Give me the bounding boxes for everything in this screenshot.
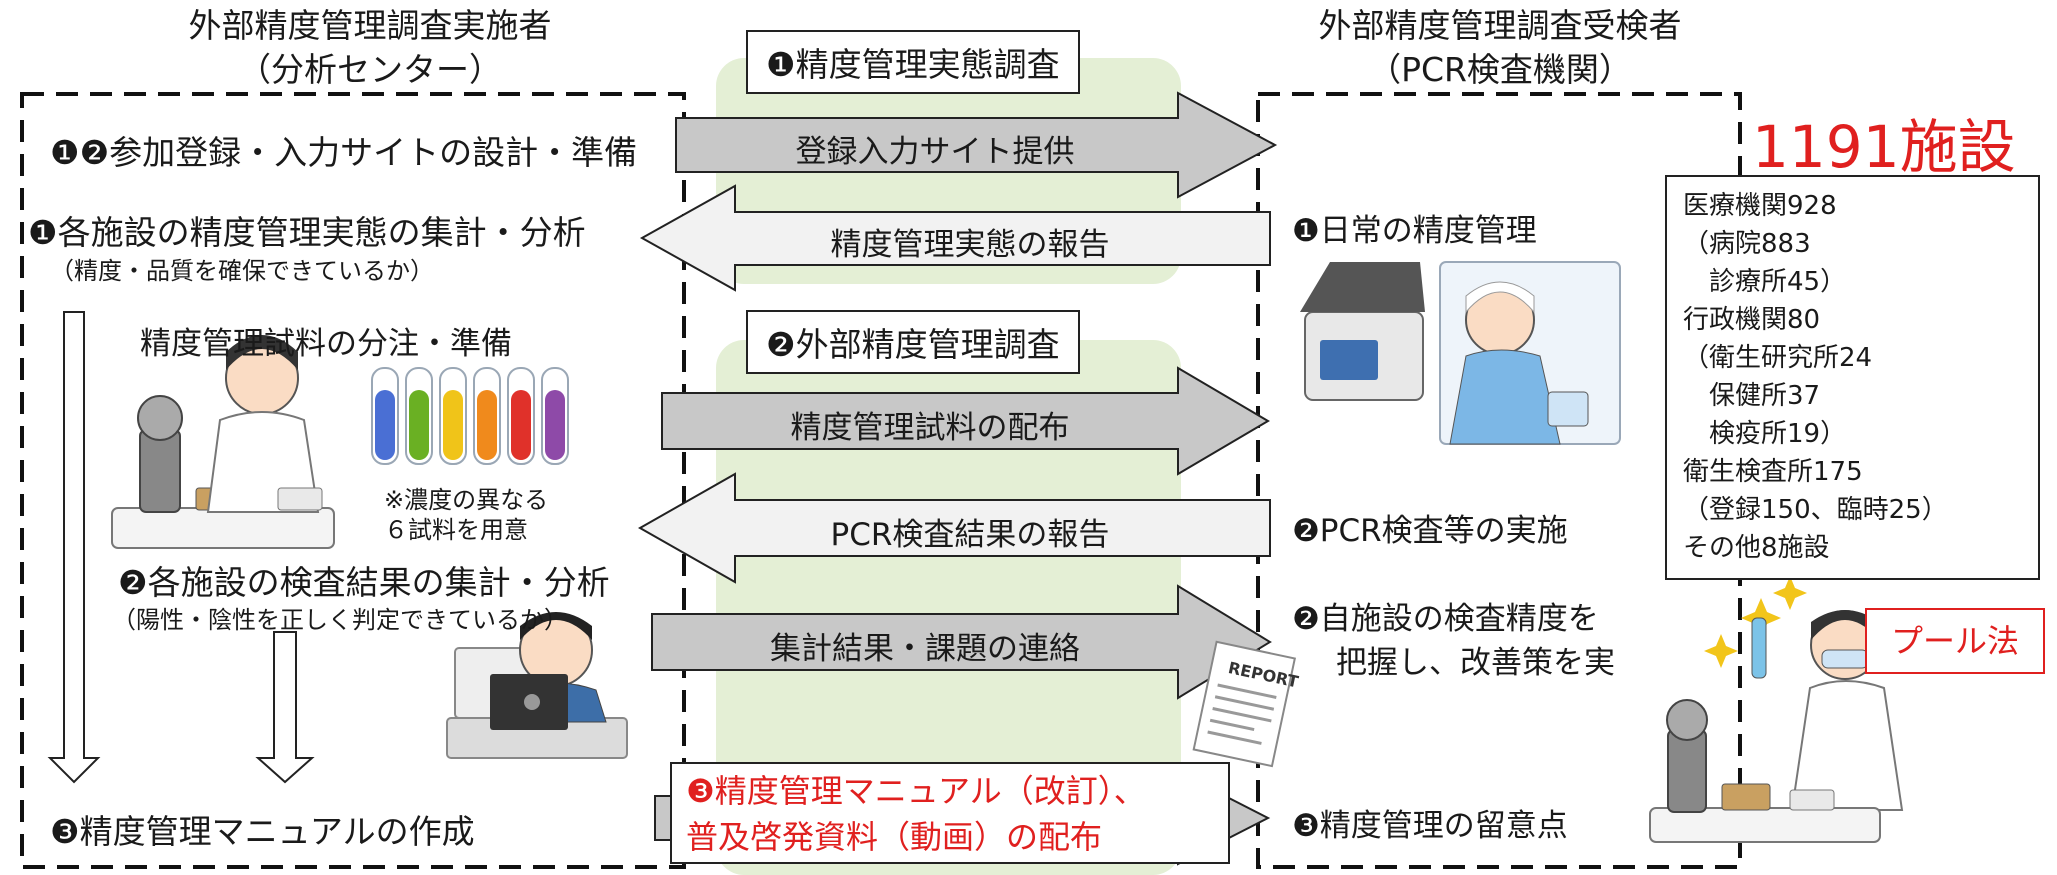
step-registration: ❶❷参加登録・入力サイトの設計・準備 <box>50 133 638 172</box>
implementer-dashed-box <box>20 92 686 869</box>
manual-distribution-line1: ❸精度管理マニュアル（改訂）、 <box>686 772 1146 810</box>
arrow-label-results-feedback: 集計結果・課題の連絡 <box>770 631 1080 667</box>
facility-line: 医療機関928 <box>1683 191 1837 221</box>
tube-liquid <box>511 390 531 460</box>
tube-liquid <box>375 390 395 460</box>
test-tube-rack <box>371 367 569 465</box>
report-document-icon <box>1192 640 1297 768</box>
manual-distribution-line2: 普及啓発資料（動画）の配布 <box>686 818 1103 856</box>
arrow-site-provision <box>675 91 1278 199</box>
analyst-at-laptop-illustration <box>446 612 628 759</box>
phase2-band <box>716 340 1181 875</box>
examinee-subtitle: （PCR検査機関） <box>1368 50 1632 89</box>
facility-line: 保健所37 <box>1683 381 1821 411</box>
daily-quality-control: ❶日常の精度管理 <box>1292 213 1537 249</box>
pcr-testing: ❷PCR検査等の実施 <box>1292 513 1568 549</box>
examinee-header: 外部精度管理調査受検者 （PCR検査機関） <box>1250 4 1750 92</box>
examinee-title: 外部精度管理調査受検者 <box>1318 6 1682 45</box>
step-results-aggregation: ❷各施設の検査結果の集計・分析 <box>118 563 610 602</box>
arrow-pcr-report <box>637 472 1271 584</box>
step-manual-creation: ❸精度管理マニュアルの作成 <box>50 812 475 851</box>
arrow-label-pcr-report: PCR検査結果の報告 <box>830 517 1110 553</box>
step-status-aggregation-note: （精度・品質を確保できているか） <box>50 257 434 285</box>
phase2-label: ❷外部精度管理調査 <box>746 310 1080 374</box>
facility-line: その他8施設 <box>1683 533 1830 563</box>
arrow-sample-distribution <box>661 366 1270 476</box>
lab-technician-illustration <box>111 335 335 549</box>
scientist-illustration <box>1649 576 1904 843</box>
arrow-status-report <box>639 184 1271 292</box>
facility-line: （登録150、臨時25） <box>1683 495 1948 525</box>
self-assessment-line1: ❷自施設の検査精度を <box>1292 601 1599 637</box>
facility-count-title: 1191施設 <box>1752 113 2016 181</box>
facility-line: （病院883 <box>1683 229 1811 259</box>
tube-liquid <box>409 390 429 460</box>
implementer-title: 外部精度管理調査実施者 <box>188 6 552 45</box>
tube-liquid <box>443 390 463 460</box>
arrow-label-site-provision: 登録入力サイト提供 <box>795 134 1075 170</box>
quality-control-notes: ❸精度管理の留意点 <box>1292 808 1568 844</box>
facility-line: 診療所45） <box>1683 267 1847 297</box>
implementer-header: 外部精度管理調査実施者 （分析センター） <box>155 4 585 92</box>
facility-line: 衛生検査所175 <box>1683 457 1863 487</box>
facility-line: （衛生研究所24 <box>1683 343 1873 373</box>
tube-note-line2: ６試料を用意 <box>384 516 528 544</box>
down-arrow-long <box>47 311 101 784</box>
step-sample-preparation: 精度管理試料の分注・準備 <box>140 326 512 362</box>
facility-line: 検疫所19） <box>1683 419 1847 449</box>
tube-liquid <box>477 390 497 460</box>
pcr-lab-illustration <box>1300 261 1621 445</box>
step-status-aggregation: ❶各施設の精度管理実態の集計・分析 <box>28 213 586 252</box>
self-assessment-line2: 把握し、改善策を実 <box>1336 645 1615 681</box>
step-results-aggregation-note: （陽性・陰性を正しく判定できているか） <box>112 606 568 634</box>
implementer-subtitle: （分析センター） <box>238 50 502 89</box>
arrow-label-sample-distribution: 精度管理試料の配布 <box>790 410 1070 446</box>
tube-liquid <box>545 390 565 460</box>
down-arrow-short <box>255 631 315 784</box>
facility-line: 行政機関80 <box>1683 305 1821 335</box>
phase1-label: ❶精度管理実態調査 <box>746 30 1080 94</box>
arrow-label-status-report: 精度管理実態の報告 <box>830 227 1110 263</box>
manual-distribution-box: ❸精度管理マニュアル（改訂）、 普及啓発資料（動画）の配布 <box>670 762 1230 864</box>
facility-breakdown-box: 医療機関928 （病院883 診療所45） 行政機関80 （衛生研究所24 保健… <box>1665 175 2040 580</box>
tube-note-line1: ※濃度の異なる <box>384 486 549 514</box>
pool-method-label: プール法 <box>1865 608 2045 674</box>
